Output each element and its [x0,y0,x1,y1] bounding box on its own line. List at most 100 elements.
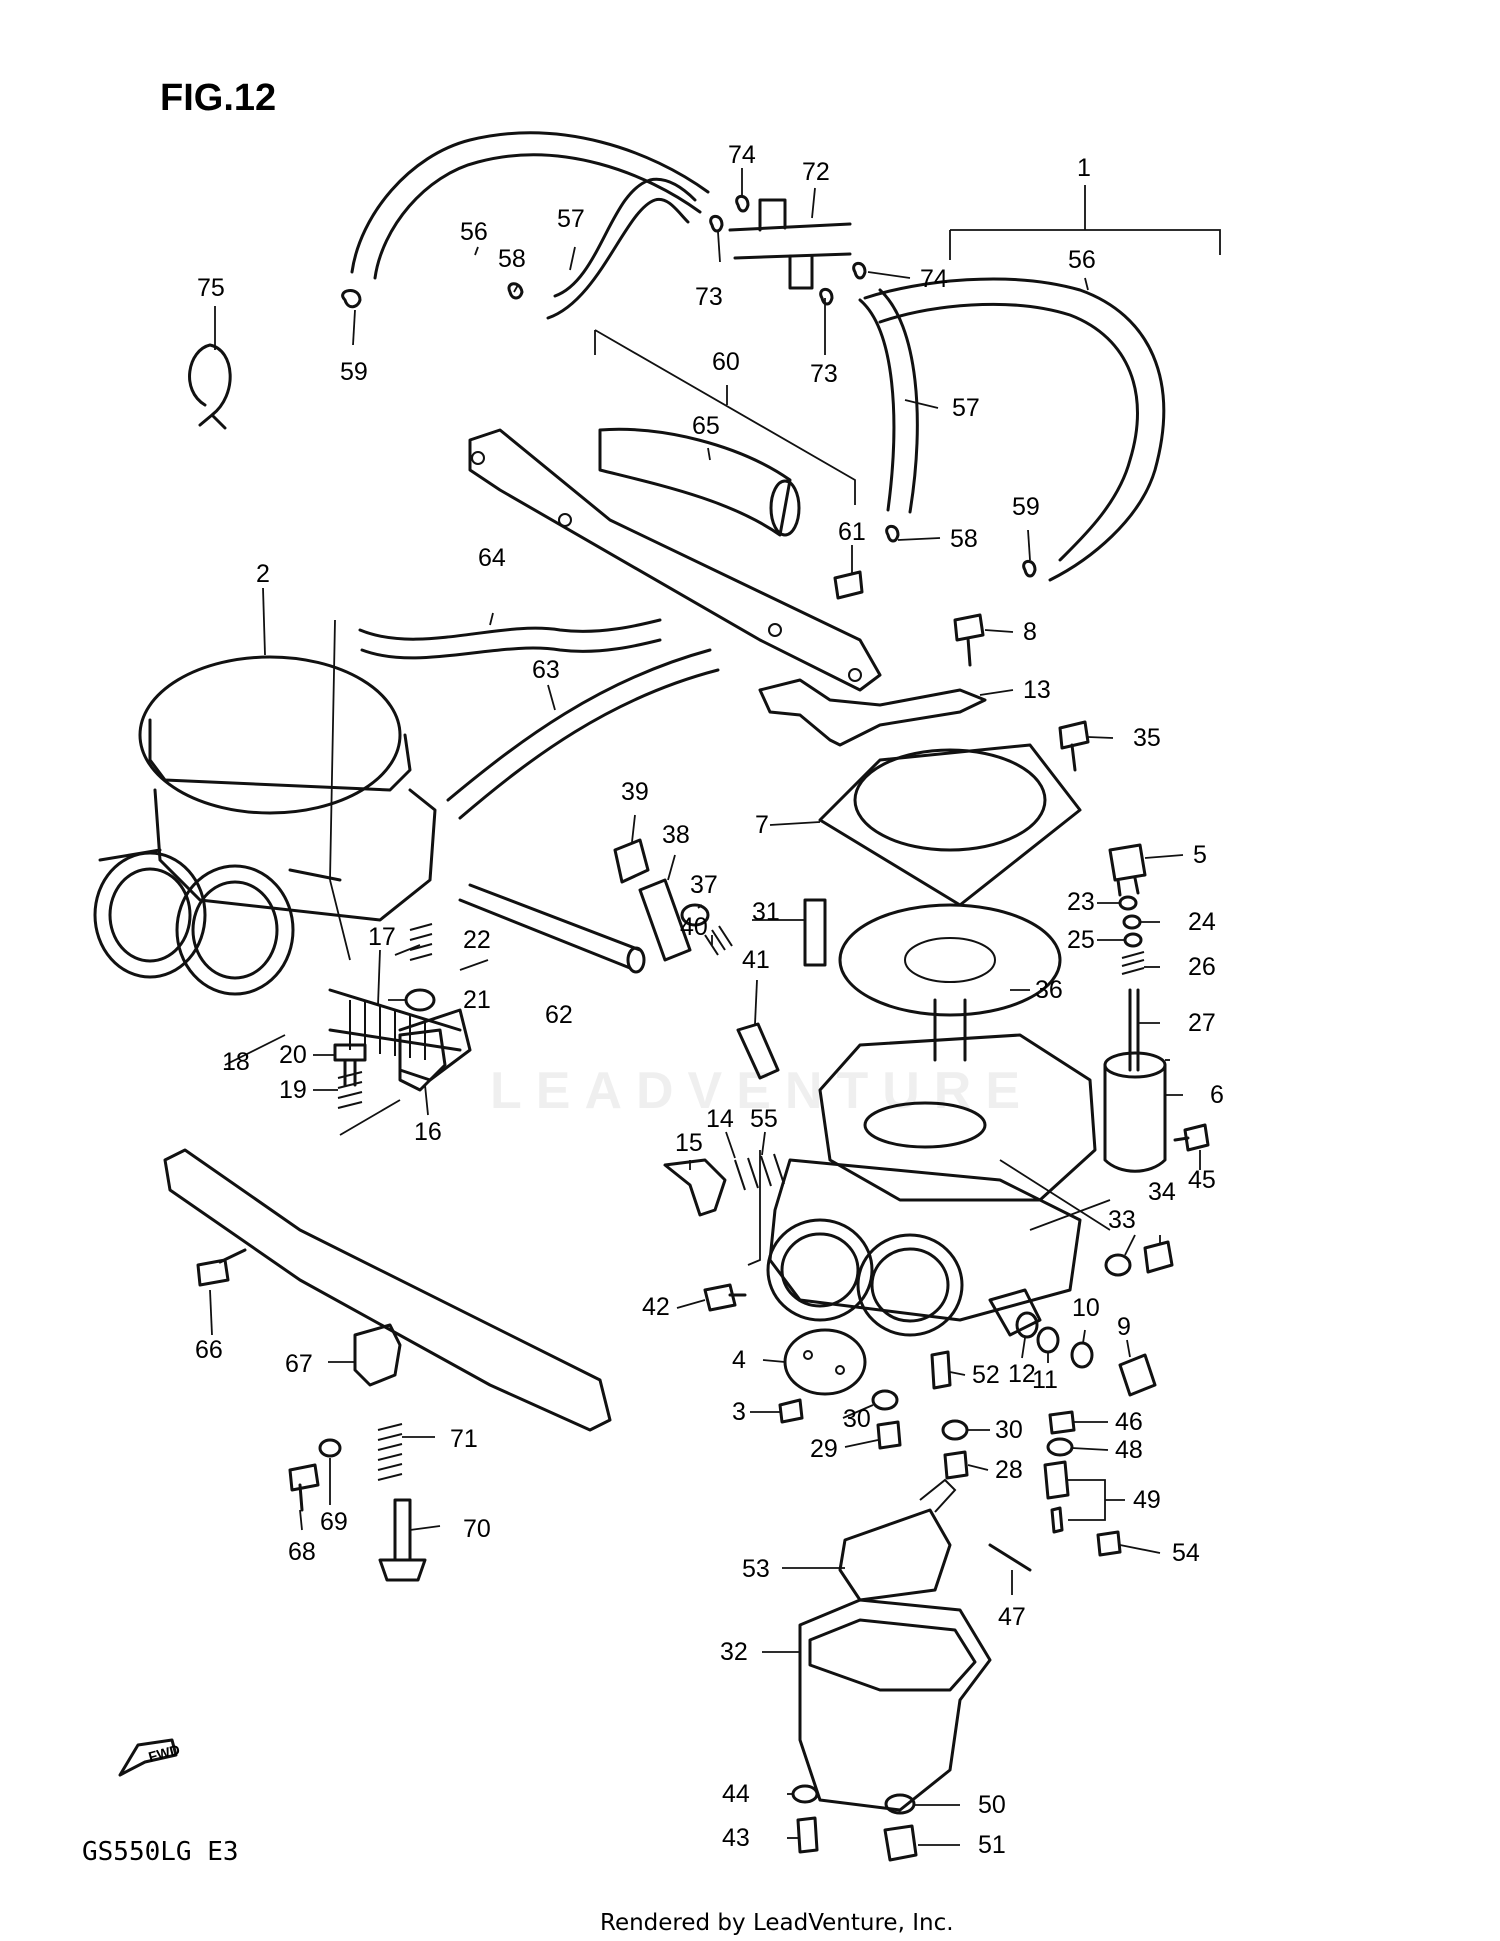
clip-74a [735,194,750,213]
cap-9 [1118,1353,1157,1397]
spring-40 [704,925,733,956]
washer-23 [1118,895,1138,911]
seat-46 [1048,1410,1076,1435]
hose-56-left [350,131,710,274]
callout-52: 52 [972,1361,1000,1389]
callout-73b: 73 [810,360,838,388]
screw-70 [378,1498,427,1582]
screw-8 [953,613,985,667]
callout-20: 20 [279,1041,307,1069]
callout-4: 4 [732,1346,746,1374]
screw-54 [1096,1530,1122,1557]
hose-57-upper [546,197,690,320]
callout-56a: 56 [460,218,488,246]
clip-59a [341,289,362,309]
spring-14 [734,1153,785,1191]
lever-15 [663,1158,727,1217]
lever-13 [758,678,987,747]
callout-28: 28 [995,1456,1023,1484]
callout-62: 62 [545,1001,573,1029]
clip-73b [819,287,834,306]
screw-43 [796,1816,819,1854]
callout-16: 16 [414,1118,442,1146]
jet-29 [876,1420,902,1450]
plate-4 [783,1328,867,1396]
callout-73a: 73 [695,283,723,311]
callout-45: 45 [1188,1166,1216,1194]
clip-24 [1122,914,1142,930]
callout-1: 1 [1077,154,1091,182]
watermark: LEADVENTURE [490,1062,1034,1120]
plate-left-67 [163,1148,612,1432]
callout-23: 23 [1067,888,1095,916]
callout-74a: 74 [728,141,756,169]
screw-20 [333,1043,367,1087]
render-credit: Rendered by LeadVenture, Inc. [600,1910,954,1936]
plug-51 [883,1824,918,1862]
callout-38: 38 [662,821,690,849]
clip-59b [1022,559,1037,578]
callout-11: 11 [1032,1366,1058,1394]
washer-11 [1036,1326,1060,1354]
callout-18: 18 [222,1048,250,1076]
pin-47 [988,1543,1032,1572]
callout-10: 10 [1072,1294,1100,1322]
callout-55: 55 [750,1105,778,1133]
callout-43: 43 [722,1824,750,1852]
callout-65: 65 [692,412,720,440]
right-carburetor [766,743,1111,1337]
callout-75: 75 [197,274,225,302]
hose-56-left-inner [373,153,702,280]
callout-9: 9 [1117,1313,1131,1341]
callout-8: 8 [1023,618,1037,646]
nut-21 [404,988,436,1012]
part-drawings [93,131,1221,1862]
callout-15: 15 [675,1129,703,1157]
spring-71 [377,1423,403,1481]
cap-39 [613,838,650,884]
screw-45 [1173,1123,1210,1152]
fitting-5 [1108,843,1147,897]
callout-42: 42 [642,1293,670,1321]
float-53 [838,1508,952,1602]
hose-64 [358,618,662,660]
washer-30a [871,1389,899,1411]
callout-61: 61 [838,518,866,546]
callout-14: 14 [706,1105,734,1133]
bracket-67 [353,1323,402,1387]
callout-12: 12 [1008,1360,1036,1388]
figure-title: FIG.12 [160,77,276,119]
callout-56b: 56 [1068,246,1096,274]
spring-26 [1121,951,1145,975]
jet-31 [803,898,827,967]
washer-30b [941,1419,969,1441]
spring-22 [409,923,433,961]
needle-27 [1128,988,1140,1072]
oring-12 [1015,1311,1039,1339]
callout-49: 49 [1133,1486,1161,1514]
callout-59b: 59 [1012,493,1040,521]
callout-25: 25 [1067,926,1095,954]
callout-57a: 57 [557,205,585,233]
callout-59a: 59 [340,358,368,386]
needle-38 [638,878,692,962]
rod-62 [458,883,642,970]
float-bowl-32 [798,1598,992,1812]
callout-33: 33 [1108,1206,1136,1234]
callout-58a: 58 [498,245,526,273]
piston-6 [1103,1063,1167,1173]
hose-56-right [863,277,1166,582]
callout-50: 50 [978,1791,1006,1819]
bracket-line-49 [1068,1479,1125,1521]
callout-19: 19 [279,1076,307,1104]
callout-31: 31 [752,898,780,926]
plug-34 [1143,1240,1174,1274]
washer-50 [884,1793,916,1815]
washer-33 [1104,1253,1132,1277]
callout-57b: 57 [952,394,980,422]
bracket-line-1 [949,200,1221,260]
screw-3 [778,1398,804,1424]
callout-34: 34 [1148,1178,1176,1206]
callout-29: 29 [810,1435,838,1463]
callout-44: 44 [722,1780,750,1808]
